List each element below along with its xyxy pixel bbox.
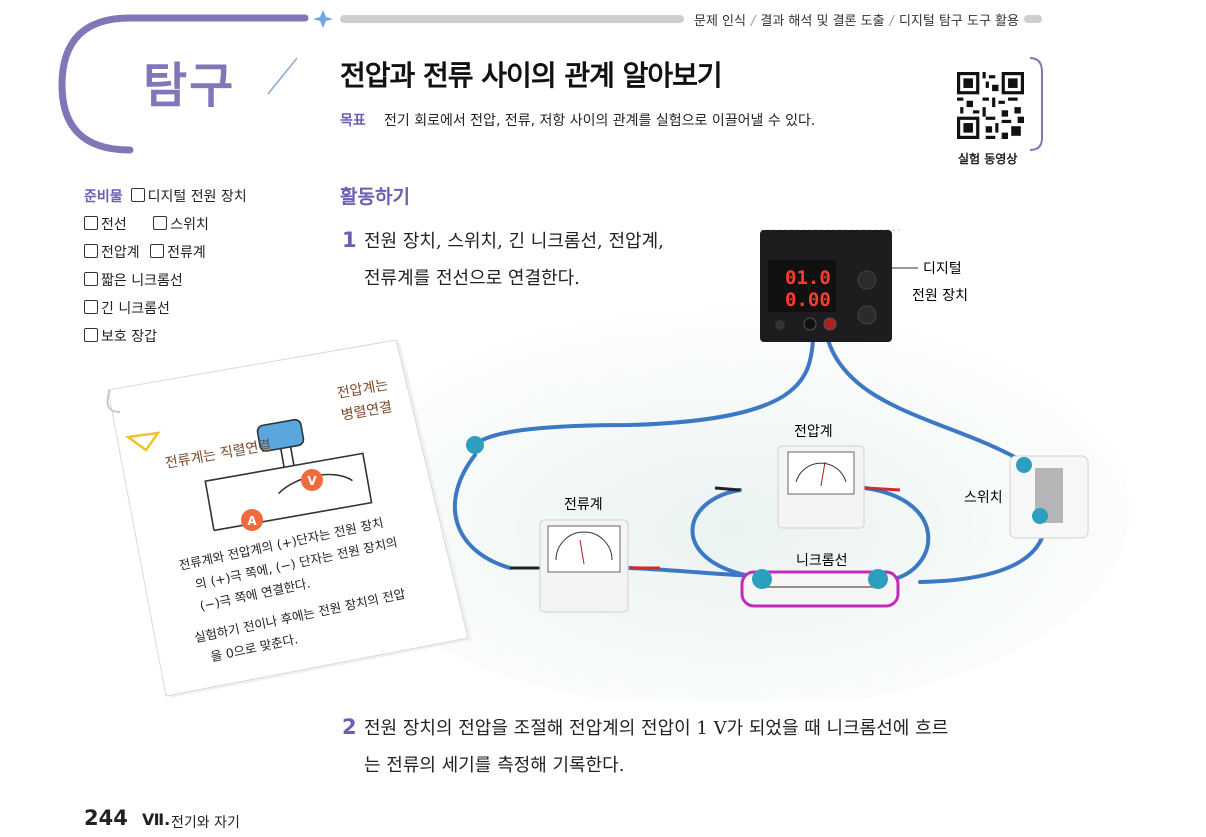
wire xyxy=(473,338,815,447)
knife-switch xyxy=(1009,455,1089,539)
wire xyxy=(826,338,1022,462)
circuit-illustration: 01.0 0.00 디지털 전원 장치 전압계 전류계 스위치 니 xyxy=(330,229,1130,700)
step-line: 는 전류의 세기를 측정해 기록한다. xyxy=(364,755,625,776)
materials-row: 준비물 디지털 전원 장치 xyxy=(84,186,247,206)
step-number: 1 xyxy=(342,228,357,252)
checkbox[interactable] xyxy=(130,188,145,202)
step-text: 전원 장치, 스위치, 긴 니크롬선, 전압계, 전류계를 전선으로 연결한다. xyxy=(364,223,664,297)
checkbox[interactable] xyxy=(84,328,98,342)
checkbox[interactable] xyxy=(150,244,165,258)
goal-text: 전기 회로에서 전압, 전류, 저항 사이의 관계를 실험으로 이끌어낼 수 있… xyxy=(384,113,816,129)
photo-background xyxy=(330,310,1130,700)
header-bar-end xyxy=(1024,15,1042,23)
materials-row: 전선 스위치 xyxy=(84,214,209,234)
activity-heading: 활동하기 xyxy=(340,186,410,208)
section-tag: 탐구 xyxy=(143,58,236,114)
materials-row: 긴 니크롬선 xyxy=(84,298,170,318)
voltmeter-symbol-text: V xyxy=(307,474,317,488)
material-item: 전압계 xyxy=(101,245,140,261)
power-supply: 01.0 0.00 xyxy=(760,230,892,342)
breadcrumb: 문제 인식/결과 해석 및 결론 도출/디지털 탐구 도구 활용 xyxy=(694,14,1019,29)
page-number: 244 xyxy=(84,806,128,830)
material-item: 보호 장갑 xyxy=(101,329,157,345)
voltmeter-symbol xyxy=(301,469,323,491)
checkbox[interactable] xyxy=(84,300,98,314)
checkbox[interactable] xyxy=(84,216,98,230)
checkbox[interactable] xyxy=(153,216,168,230)
alligator-clip xyxy=(466,436,484,454)
ammeter-symbol xyxy=(241,509,263,531)
page-title: 전압과 전류 사이의 관계 알아보기 xyxy=(340,59,723,92)
header-bar xyxy=(340,15,684,23)
red-lead xyxy=(864,486,901,492)
note-card: A V 전압계는 병렬연결 전류계는 직렬연결 전류계와 전압계의 (+)단자는… xyxy=(106,340,472,698)
step-line: 전원 장치, 스위치, 긴 니크롬선, 전압계, xyxy=(364,231,664,252)
material-item: 전류계 xyxy=(167,245,206,261)
chapter-number: Ⅶ. xyxy=(142,810,171,829)
chapter-title: 전기와 자기 xyxy=(171,815,240,831)
material-item: 긴 니크롬선 xyxy=(101,301,170,317)
material-item: 짧은 니크롬선 xyxy=(101,273,183,289)
wire xyxy=(452,453,512,570)
material-item: 디지털 전원 장치 xyxy=(147,189,247,205)
nichrome-wire xyxy=(740,569,900,608)
material-item: 전선 xyxy=(101,217,127,233)
header-decoration xyxy=(58,10,1043,154)
voltage-display: 01.0 xyxy=(785,267,831,289)
current-display: 0.00 xyxy=(785,289,831,311)
goal-label: 목표 xyxy=(340,113,366,129)
step-number: 2 xyxy=(342,715,357,739)
voltmeter xyxy=(777,445,865,529)
ammeter-symbol-text: A xyxy=(247,514,257,528)
power-label-1: 디지털 xyxy=(923,261,962,277)
switch-label: 스위치 xyxy=(964,490,1003,506)
voltmeter-label: 전압계 xyxy=(794,424,833,440)
checkbox[interactable] xyxy=(84,272,98,286)
material-item: 스위치 xyxy=(170,217,209,233)
ammeter xyxy=(539,519,629,613)
materials-row: 짧은 니크롬선 xyxy=(84,270,183,290)
breadcrumb-item: 문제 인식 xyxy=(694,14,746,29)
step-line: 전원 장치의 전압을 조절해 전압계의 전압이 1 V가 되었을 때 니크롬선에… xyxy=(364,718,949,739)
materials-label: 준비물 xyxy=(84,189,123,205)
step-line: 전류계를 전선으로 연결한다. xyxy=(364,268,580,289)
breadcrumb-item: 디지털 탐구 도구 활용 xyxy=(898,14,1019,29)
power-label-2: 전원 장치 xyxy=(912,288,968,304)
wire xyxy=(690,488,752,578)
black-lead xyxy=(714,486,741,492)
checkbox[interactable] xyxy=(84,244,98,258)
step-text: 전원 장치의 전압을 조절해 전압계의 전압이 1 V가 되었을 때 니크롬선에… xyxy=(364,710,948,784)
qr-code-icon[interactable] xyxy=(957,72,1024,139)
wire xyxy=(863,486,931,582)
qr-caption: 실험 동영상 xyxy=(958,152,1018,166)
breadcrumb-item: 결과 해석 및 결론 도출 xyxy=(760,14,885,29)
ammeter-label: 전류계 xyxy=(564,497,603,513)
nichrome-label: 니크롬선 xyxy=(796,553,848,569)
materials-row: 전압계 전류계 xyxy=(84,242,206,262)
materials-row: 보호 장갑 xyxy=(84,326,157,346)
